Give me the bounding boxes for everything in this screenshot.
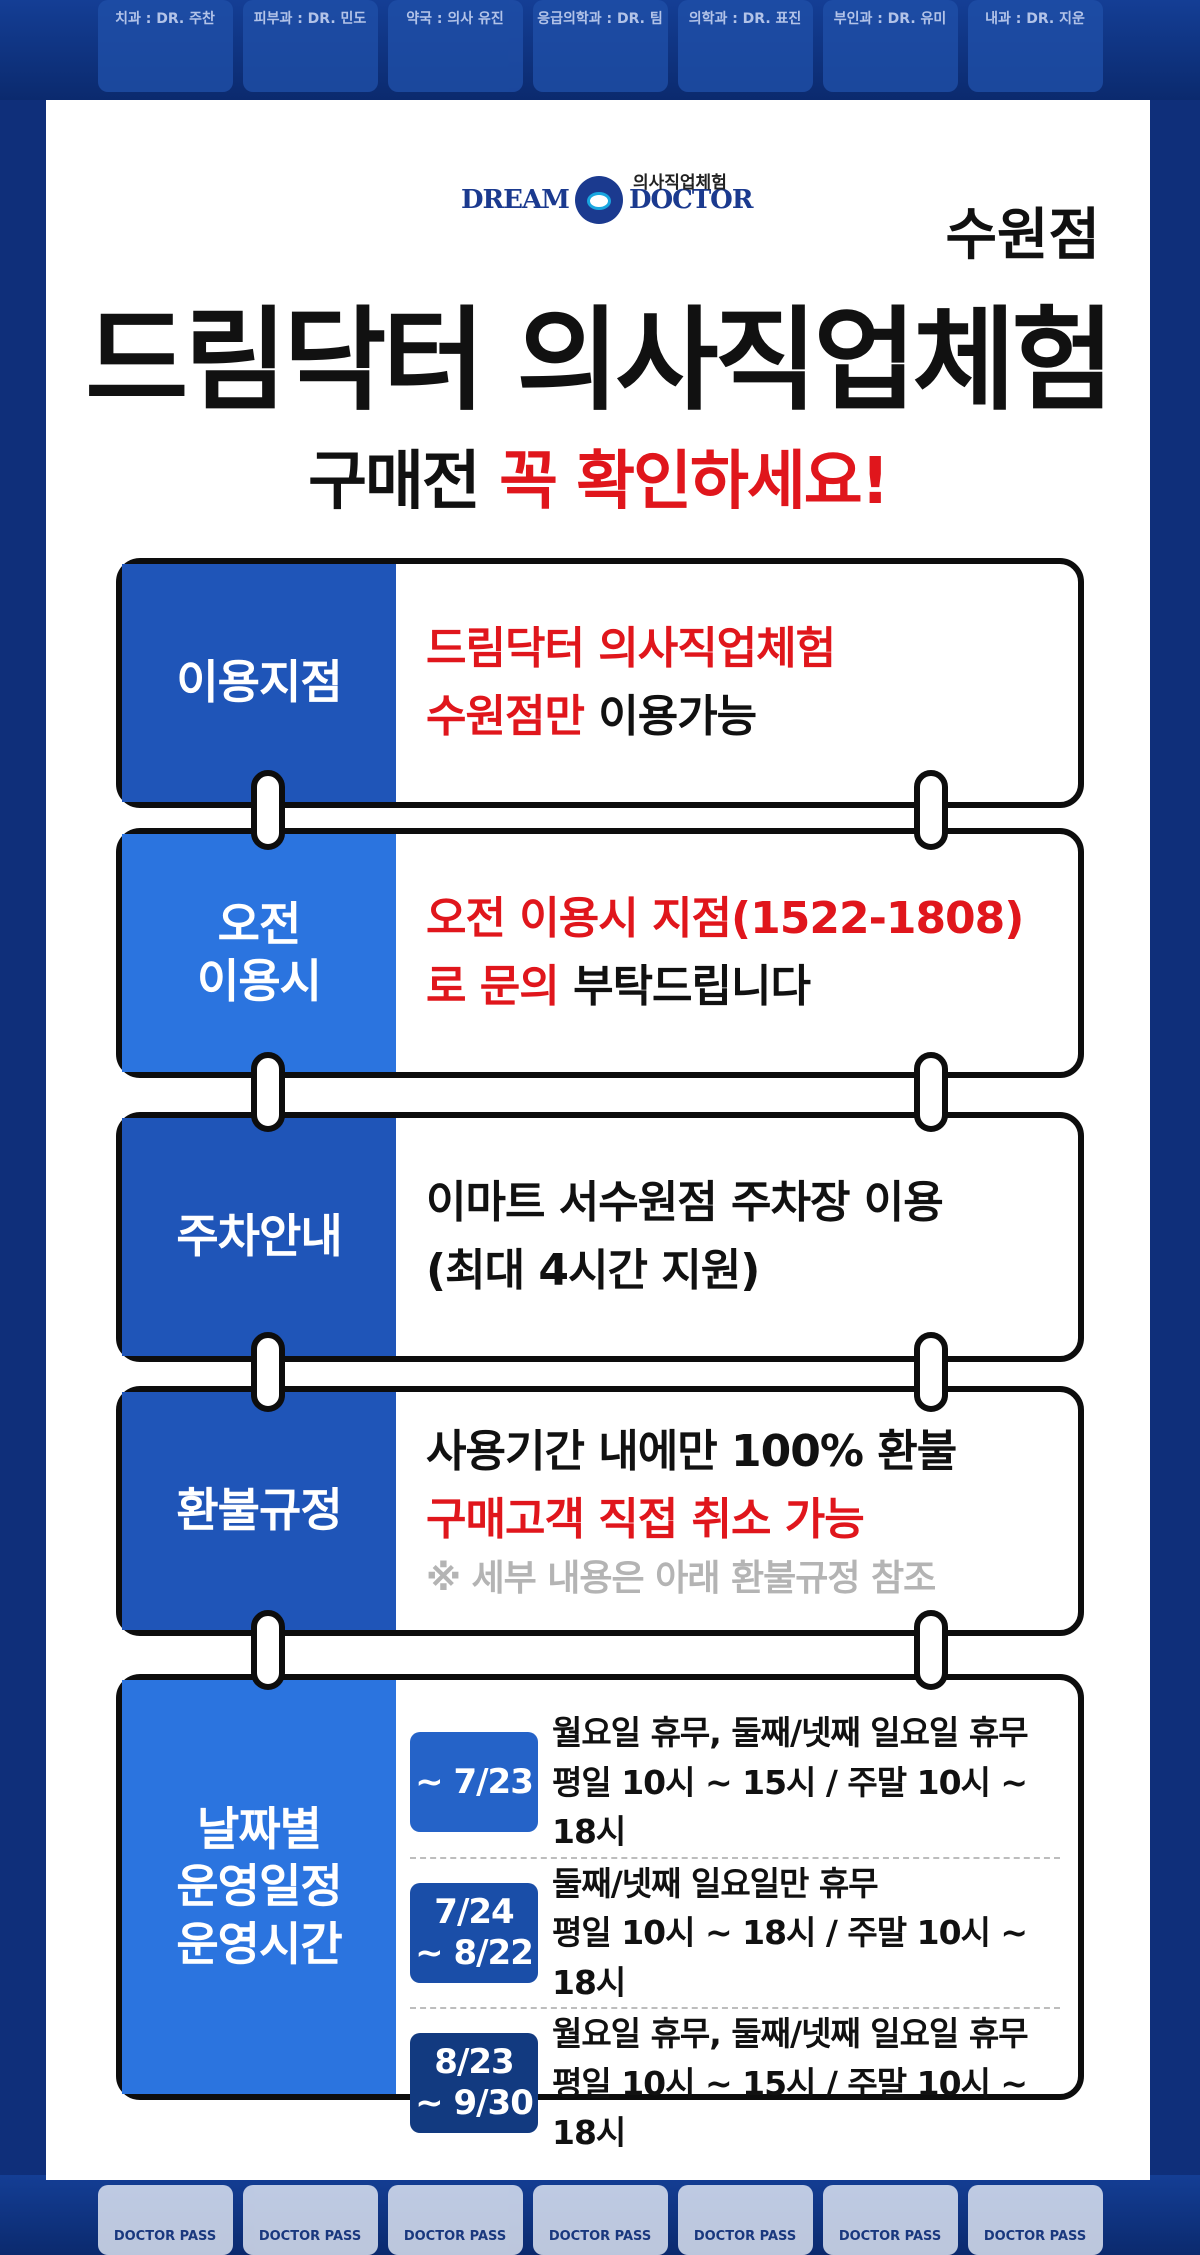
pass-card: DOCTOR PASS [97, 2185, 233, 2255]
ring-connector [914, 1052, 948, 1132]
character-card: 내과 : DR. 지운 [967, 0, 1103, 92]
info-row-refund: 환불규정 사용기간 내에만 100% 환불 구매고객 직접 취소 가능 ※ 세부… [116, 1386, 1084, 1636]
row-content: 오전 이용시 지점(1522-1808) 로 문의 부탁드립니다 [396, 834, 1078, 1072]
row-text: 부탁드립니다 [558, 961, 811, 1012]
row-label: 이용지점 [122, 564, 396, 802]
row-line: 수원점만 이용가능 [426, 683, 1078, 751]
pass-card: DOCTOR PASS [677, 2185, 813, 2255]
ring-connector [251, 1052, 285, 1132]
schedule-list: ~ 7/23 월요일 휴무, 둘째/넷째 일요일 휴무 평일 10시 ~ 15시… [396, 1680, 1078, 2152]
schedule-text: 월요일 휴무, 둘째/넷째 일요일 휴무 평일 10시 ~ 15시 / 주말 1… [538, 1708, 1060, 1857]
ring-connector [914, 1332, 948, 1412]
pass-card: DOCTOR PASS [387, 2185, 523, 2255]
logo-word-left: DREAM [461, 185, 570, 215]
ring-connector [251, 1610, 285, 1690]
character-card: 피부과 : DR. 민도 [242, 0, 378, 92]
schedule-item: 8/23 ~ 9/30 월요일 휴무, 둘째/넷째 일요일 휴무 평일 10시 … [410, 2007, 1060, 2158]
schedule-text: 둘째/넷째 일요일만 휴무 평일 10시 ~ 18시 / 주말 10시 ~ 18… [538, 1859, 1060, 2008]
period-badge: 7/24 ~ 8/22 [410, 1882, 538, 1983]
row-text: 이용가능 [583, 691, 757, 742]
ring-connector [251, 770, 285, 850]
schedule-line: 평일 10시 ~ 15시 / 주말 10시 ~ 18시 [552, 2063, 1028, 2153]
row-label: 날짜별 운영일정 운영시간 [122, 1680, 396, 2094]
row-label: 환불규정 [122, 1392, 396, 1630]
schedule-line: 평일 10시 ~ 18시 / 주말 10시 ~ 18시 [552, 1913, 1028, 2002]
row-line: 오전 이용시 지점(1522-1808) [426, 892, 1024, 944]
character-card: 부인과 : DR. 유미 [822, 0, 958, 92]
logo-word-right: DOCTOR [628, 185, 753, 215]
info-row-schedule: 날짜별 운영일정 운영시간 ~ 7/23 월요일 휴무, 둘째/넷째 일요일 휴… [116, 1674, 1084, 2152]
character-card: 약국 : 의사 유진 [387, 0, 523, 92]
schedule-item: 7/24 ~ 8/22 둘째/넷째 일요일만 휴무 평일 10시 ~ 18시 /… [410, 1856, 1060, 2008]
row-line: 이마트 서수원점 주차장 이용 [426, 1176, 944, 1228]
row-line: 로 문의 부탁드립니다 [426, 953, 1078, 1021]
pass-card: DOCTOR PASS [532, 2185, 668, 2255]
row-text-red: 로 문의 [426, 961, 560, 1012]
row-label: 오전 이용시 [122, 834, 396, 1072]
subtitle-black: 구매전 [308, 445, 500, 519]
row-content: 사용기간 내에만 100% 환불 구매고객 직접 취소 가능 ※ 세부 내용은 … [396, 1392, 1078, 1630]
character-card: 의학과 : DR. 표진 [677, 0, 813, 92]
schedule-item: ~ 7/23 월요일 휴무, 둘째/넷째 일요일 휴무 평일 10시 ~ 15시… [410, 1708, 1060, 1857]
schedule-text: 월요일 휴무, 둘째/넷째 일요일 휴무 평일 10시 ~ 15시 / 주말 1… [538, 2009, 1060, 2158]
row-line: 사용기간 내에만 100% 환불 [426, 1425, 957, 1477]
pass-card: DOCTOR PASS [967, 2185, 1103, 2255]
bottom-pass-strip: DOCTOR PASS DOCTOR PASS DOCTOR PASS DOCT… [0, 2175, 1200, 2255]
row-line: 드림닥터 의사직업체험 [426, 622, 836, 674]
period-badge: ~ 7/23 [410, 1732, 538, 1833]
dream-doctor-logo: DREAM DOCTOR 의사직업체험 [461, 170, 781, 230]
notice-sheet: DREAM DOCTOR 의사직업체험 수원점 드림닥터 의사직업체험 구매전 … [46, 100, 1150, 2180]
ring-connector [914, 1610, 948, 1690]
pass-card: DOCTOR PASS [242, 2185, 378, 2255]
info-row-parking: 주차안내 이마트 서수원점 주차장 이용 (최대 4시간 지원) [116, 1112, 1084, 1362]
schedule-line: 둘째/넷째 일요일만 휴무 [552, 1863, 879, 1903]
subtitle-red: 꼭 확인하세요! [499, 445, 890, 519]
info-row-branch: 이용지점 드림닥터 의사직업체험 수원점만 이용가능 [116, 558, 1084, 808]
schedule-line: 평일 10시 ~ 15시 / 주말 10시 ~ 18시 [552, 1762, 1028, 1852]
pass-card: DOCTOR PASS [822, 2185, 958, 2255]
page-subtitle: 구매전 꼭 확인하세요! [46, 430, 1150, 522]
ring-connector [251, 1332, 285, 1412]
row-line: 구매고객 직접 취소 가능 [426, 1493, 865, 1545]
period-badge: 8/23 ~ 9/30 [410, 2033, 538, 2134]
character-card: 치과 : DR. 주찬 [97, 0, 233, 92]
character-card: 응급의학과 : DR. 팀 [532, 0, 668, 92]
doctor-mascot-icon [574, 176, 623, 224]
info-row-morning: 오전 이용시 오전 이용시 지점(1522-1808) 로 문의 부탁드립니다 [116, 828, 1084, 1078]
row-line: (최대 4시간 지원) [426, 1245, 760, 1296]
page-title: 드림닥터 의사직업체험 [85, 296, 1114, 426]
row-content: 드림닥터 의사직업체험 수원점만 이용가능 [396, 564, 1078, 802]
schedule-line: 월요일 휴무, 둘째/넷째 일요일 휴무 [552, 1713, 1029, 1752]
ring-connector [914, 770, 948, 850]
row-note: ※ 세부 내용은 아래 환불규정 참조 [426, 1557, 936, 1599]
top-character-strip: 치과 : DR. 주찬 피부과 : DR. 민도 약국 : 의사 유진 응급의학… [0, 0, 1200, 100]
logo-subtitle: 의사직업체험 [633, 173, 727, 193]
row-content: 이마트 서수원점 주차장 이용 (최대 4시간 지원) [396, 1118, 1078, 1356]
schedule-line: 월요일 휴무, 둘째/넷째 일요일 휴무 [552, 2014, 1029, 2053]
branch-name: 수원점 [945, 203, 1100, 268]
row-label: 주차안내 [122, 1118, 396, 1356]
row-text-red: 수원점만 [426, 691, 585, 742]
